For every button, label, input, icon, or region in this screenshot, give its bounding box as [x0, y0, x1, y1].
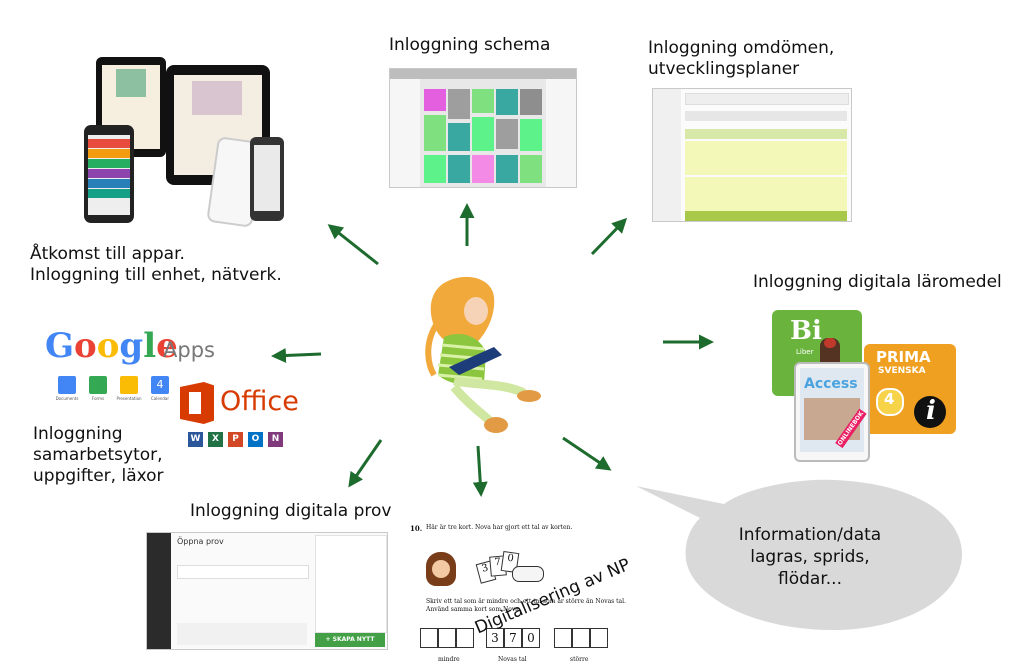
onenote-icon: N	[268, 432, 283, 447]
google-wordmark: Google	[45, 326, 178, 366]
arrow-to-np	[478, 446, 481, 494]
bubble-text: Information/data lagras, sprids, flödar.…	[720, 524, 900, 590]
arrow-to-bubble	[563, 438, 609, 469]
outlook-icon: O	[248, 432, 263, 447]
label-samarbete: Inloggning samarbetsytor, uppgifter, läx…	[33, 424, 164, 487]
powerpoint-icon: P	[228, 432, 243, 447]
presentation-icon	[120, 376, 138, 394]
google-apps-logo: Google Apps	[45, 326, 225, 370]
book-access-tablet: Access ONLINEBOK	[794, 362, 870, 462]
office-logo: Office W X P O N	[180, 378, 304, 454]
arrow-to-google	[274, 354, 321, 356]
word-icon: W	[188, 432, 203, 447]
devices-image	[82, 57, 288, 225]
omdomen-screenshot	[652, 88, 852, 222]
calendar-icon: 4	[151, 376, 169, 394]
label-schema: Inloggning schema	[389, 35, 550, 56]
arrow-to-omdomen	[592, 220, 625, 254]
label-appar: Åtkomst till appar. Inloggning till enhe…	[30, 244, 282, 286]
schema-screenshot	[389, 68, 577, 188]
arrow-to-prov	[350, 440, 381, 485]
label-laromedel: Inloggning digitala läromedel	[753, 272, 1002, 293]
book-prima: PRIMA SVENSKA 4 i	[864, 344, 956, 434]
label-prov: Inloggning digitala prov	[190, 501, 392, 522]
google-apps-text: Apps	[163, 338, 215, 362]
excel-icon: X	[208, 432, 223, 447]
label-omdomen: Inloggning omdömen, utvecklingsplaner	[648, 38, 834, 80]
books-image: Bi Liber PRIMA SVENSKA 4 i Access ONLINE…	[770, 308, 960, 460]
prov-screenshot: Öppna prov + SKAPA NYTT	[146, 532, 388, 650]
girl-with-tablet-illustration	[414, 275, 544, 440]
documents-icon	[58, 376, 76, 394]
google-app-icons: 4 Documents Forms Presentation Calendar	[58, 376, 178, 406]
arrow-to-apps	[330, 226, 378, 264]
cards-hand-illustration: 3 7 0	[474, 550, 544, 586]
forms-icon	[89, 376, 107, 394]
